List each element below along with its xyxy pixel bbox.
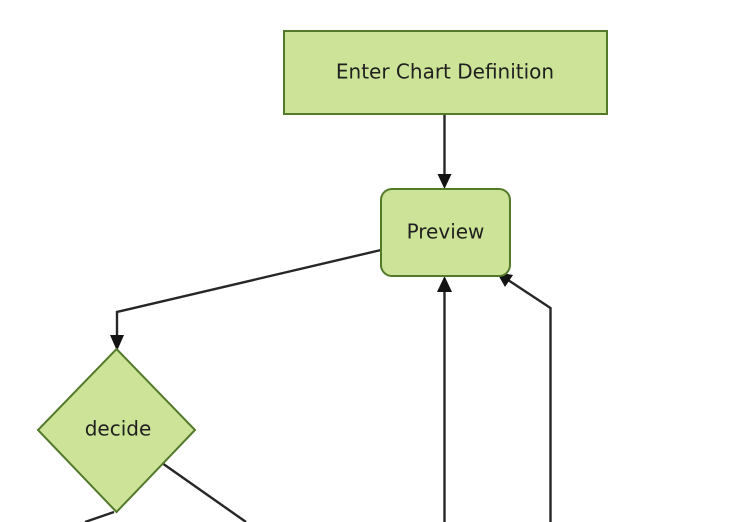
node-decide-label: decide — [85, 417, 152, 441]
node-decide-shape[interactable] — [36, 347, 197, 514]
edge-decide-down-right — [161, 462, 247, 522]
edge-decide-down-right-line — [161, 462, 247, 522]
edge-decide-down-left-line — [84, 510, 115, 522]
edge-decide-down-left — [84, 510, 115, 522]
node-enter-chart-definition[interactable]: Enter Chart Definition — [283, 30, 608, 115]
edge-enter-to-preview-arrowhead — [437, 174, 452, 189]
node-decide[interactable]: decide — [36, 347, 197, 514]
node-enter-chart-definition-label: Enter Chart Definition — [336, 60, 554, 84]
edge-center-to-preview — [437, 276, 452, 522]
edge-center-to-preview-arrowhead — [437, 276, 452, 292]
node-enter-chart-definition-shape[interactable] — [283, 30, 608, 115]
node-preview-label: Preview — [407, 220, 485, 244]
edge-preview-to-decide-arrowhead — [110, 335, 124, 351]
node-preview-shape[interactable] — [380, 188, 511, 277]
edge-enter-to-preview — [437, 114, 452, 189]
node-preview[interactable]: Preview — [380, 188, 511, 277]
edge-preview-to-decide — [110, 248, 382, 351]
edge-preview-to-decide-line — [115, 248, 382, 341]
edge-right-to-preview-line — [507, 278, 552, 522]
